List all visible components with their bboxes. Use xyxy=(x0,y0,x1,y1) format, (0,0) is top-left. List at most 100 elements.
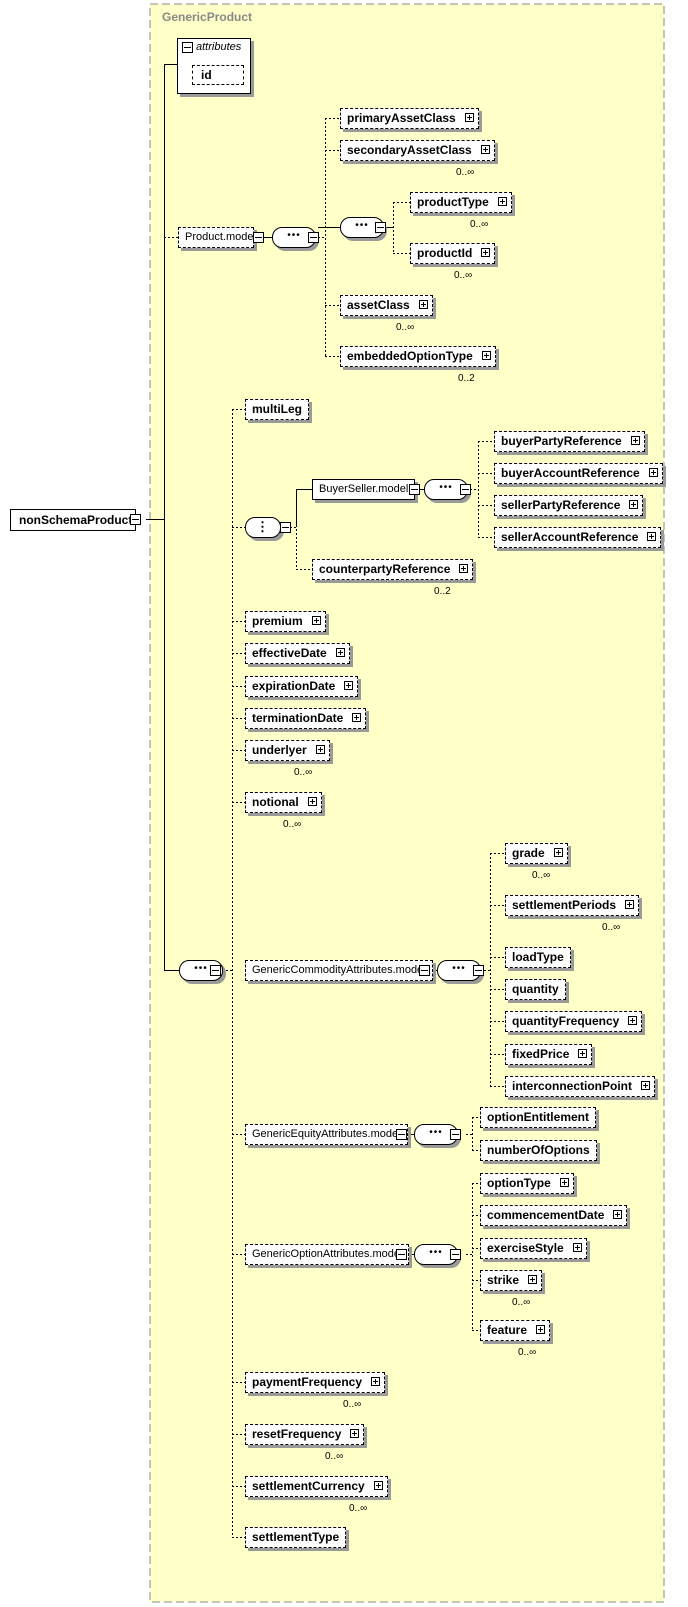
expand-icon[interactable] xyxy=(628,1016,638,1025)
expand-icon[interactable] xyxy=(641,1081,650,1090)
option-entitlement-element[interactable]: optionEntitlement xyxy=(480,1107,596,1128)
choice-collapse-icon[interactable] xyxy=(280,522,291,533)
expand-icon[interactable] xyxy=(613,1210,623,1219)
expand-icon[interactable] xyxy=(352,713,362,722)
settlement-type-element[interactable]: settlementType xyxy=(245,1527,347,1548)
commencement-date-element[interactable]: commencementDate xyxy=(480,1205,628,1226)
counterparty-reference-element[interactable]: counterpartyReference xyxy=(312,559,474,580)
load-type-element[interactable]: loadType xyxy=(505,947,571,968)
settlement-currency-label: settlementCurrency xyxy=(252,1479,365,1493)
settlement-periods-element[interactable]: settlementPeriods xyxy=(505,895,640,916)
attributes-collapse-icon[interactable] xyxy=(182,42,193,53)
expand-icon[interactable] xyxy=(311,616,321,625)
premium-element[interactable]: premium xyxy=(245,611,326,632)
exercise-style-label: exerciseStyle xyxy=(487,1241,564,1255)
product-type-element[interactable]: productType xyxy=(410,192,512,213)
embedded-option-type-element[interactable]: embeddedOptionType xyxy=(340,346,496,367)
expand-icon[interactable] xyxy=(572,1243,582,1252)
primary-asset-class-label: primaryAssetClass xyxy=(347,111,456,125)
seller-account-reference-element[interactable]: sellerAccountReference xyxy=(494,527,662,548)
equity-attributes-model[interactable]: GenericEquityAttributes.model xyxy=(245,1124,408,1145)
expand-icon[interactable] xyxy=(647,532,657,541)
quantity-element[interactable]: quantity xyxy=(505,979,566,1000)
interconnection-point-element[interactable]: interconnectionPoint xyxy=(505,1076,655,1097)
main-sequence-collapse-icon[interactable] xyxy=(210,965,221,976)
exercise-style-element[interactable]: exerciseStyle xyxy=(480,1238,587,1259)
option-attributes-model[interactable]: GenericOptionAttributes.model xyxy=(245,1244,410,1265)
expand-icon[interactable] xyxy=(480,145,490,154)
option-sequence-collapse-icon[interactable] xyxy=(450,1249,461,1260)
equity-collapse-icon[interactable] xyxy=(396,1129,407,1140)
commodity-collapse-icon[interactable] xyxy=(419,965,430,976)
cardinality: 0..∞ xyxy=(325,1451,344,1462)
expand-icon[interactable] xyxy=(578,1049,588,1058)
termination-date-element[interactable]: terminationDate xyxy=(245,708,367,729)
expand-icon[interactable] xyxy=(307,797,317,806)
underlyer-element[interactable]: underlyer xyxy=(245,740,330,761)
option-entitlement-label: optionEntitlement xyxy=(487,1110,589,1124)
buyer-seller-sequence-collapse-icon[interactable] xyxy=(460,484,471,495)
effective-date-element[interactable]: effectiveDate xyxy=(245,643,350,664)
expand-icon[interactable] xyxy=(629,500,639,509)
expand-icon[interactable] xyxy=(625,900,635,909)
commodity-attributes-model[interactable]: GenericCommodityAttributes.model xyxy=(245,960,433,981)
expand-icon[interactable] xyxy=(481,351,491,360)
expand-icon[interactable] xyxy=(373,1481,383,1490)
option-collapse-icon[interactable] xyxy=(396,1249,407,1260)
expand-icon[interactable] xyxy=(528,1275,538,1284)
expand-icon[interactable] xyxy=(459,564,469,573)
expand-icon[interactable] xyxy=(559,1178,569,1187)
cardinality: 0..2 xyxy=(434,586,451,597)
payment-frequency-element[interactable]: paymentFrequency xyxy=(245,1372,386,1393)
primary-asset-class-element[interactable]: primaryAssetClass xyxy=(340,108,479,129)
quantity-frequency-element[interactable]: quantityFrequency xyxy=(505,1011,643,1032)
settlement-currency-element[interactable]: settlementCurrency xyxy=(245,1476,388,1497)
seller-party-reference-element[interactable]: sellerPartyReference xyxy=(494,495,644,516)
option-type-element[interactable]: optionType xyxy=(480,1173,574,1194)
expand-icon[interactable] xyxy=(350,1429,360,1438)
option-type-label: optionType xyxy=(487,1176,551,1190)
number-of-options-element[interactable]: numberOfOptions xyxy=(480,1140,597,1161)
multi-leg-element[interactable]: multiLeg xyxy=(245,399,309,420)
expand-icon[interactable] xyxy=(335,648,345,657)
cardinality: 0..∞ xyxy=(454,270,473,281)
expand-icon[interactable] xyxy=(418,300,428,309)
commodity-sequence-collapse-icon[interactable] xyxy=(473,965,484,976)
strike-element[interactable]: strike xyxy=(480,1270,543,1291)
product-inner-collapse-icon[interactable] xyxy=(375,222,386,233)
expand-icon[interactable] xyxy=(497,197,507,206)
product-sequence-collapse-icon[interactable] xyxy=(308,232,319,243)
product-model-collapse-icon[interactable] xyxy=(253,232,264,243)
expand-icon[interactable] xyxy=(630,436,640,445)
asset-class-element[interactable]: assetClass xyxy=(340,295,433,316)
buyer-account-reference-element[interactable]: buyerAccountReference xyxy=(494,463,663,484)
product-id-element[interactable]: productId xyxy=(410,243,496,264)
buyer-party-reference-element[interactable]: buyerPartyReference xyxy=(494,431,645,452)
secondary-asset-class-element[interactable]: secondaryAssetClass xyxy=(340,140,495,161)
expand-icon[interactable] xyxy=(464,113,474,122)
buyer-seller-model[interactable]: BuyerSeller.model xyxy=(312,479,416,500)
attribute-id[interactable]: id xyxy=(192,65,244,85)
expand-icon[interactable] xyxy=(315,745,325,754)
expand-icon[interactable] xyxy=(481,248,491,257)
feature-element[interactable]: feature xyxy=(480,1320,551,1341)
equity-sequence-collapse-icon[interactable] xyxy=(450,1129,461,1140)
expand-icon[interactable] xyxy=(648,468,658,477)
expand-icon[interactable] xyxy=(553,848,563,857)
expiration-date-element[interactable]: expirationDate xyxy=(245,676,359,697)
root-collapse-icon[interactable] xyxy=(130,514,141,525)
grade-element[interactable]: grade xyxy=(505,843,568,864)
expand-icon[interactable] xyxy=(344,681,354,690)
fixed-price-element[interactable]: fixedPrice xyxy=(505,1044,593,1065)
root-element[interactable]: nonSchemaProduct xyxy=(10,509,136,531)
reset-frequency-element[interactable]: resetFrequency xyxy=(245,1424,365,1445)
expand-icon[interactable] xyxy=(371,1377,381,1386)
option-attributes-model-label: GenericOptionAttributes.model xyxy=(252,1248,403,1260)
buyer-seller-collapse-icon[interactable] xyxy=(409,484,420,495)
quantity-label: quantity xyxy=(512,982,559,996)
product-model[interactable]: Product.model xyxy=(178,227,256,248)
notional-element[interactable]: notional xyxy=(245,792,322,813)
premium-label: premium xyxy=(252,614,303,628)
expand-icon[interactable] xyxy=(536,1325,546,1334)
